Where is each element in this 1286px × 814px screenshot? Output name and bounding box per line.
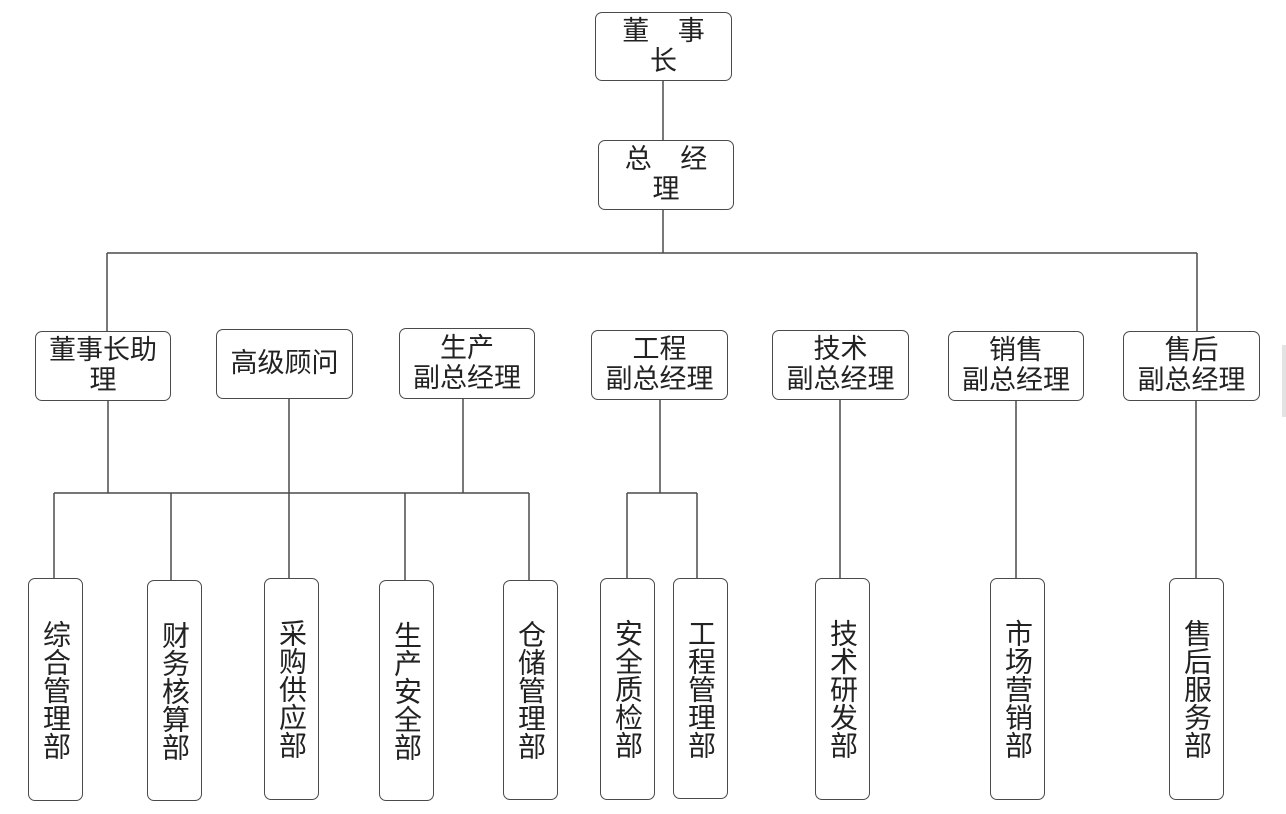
dept-box-rnd: 技术研发部 — [815, 578, 870, 800]
level2-label-line2: 副总经理 — [605, 364, 714, 395]
dept-box-quality-inspection: 安全质检部 — [600, 578, 655, 800]
dept-label: 售后服务部 — [1180, 619, 1213, 759]
level2-box-engineering-vp: 工程 副总经理 — [591, 330, 728, 400]
dept-box-production-safety: 生产安全部 — [379, 580, 434, 801]
level2-label-line1: 销售 — [989, 335, 1043, 366]
dept-label: 市场营销部 — [1001, 619, 1034, 759]
level2-box-production-vp: 生产 副总经理 — [399, 328, 535, 399]
dept-box-general-admin: 综合管理部 — [28, 578, 83, 801]
dept-label: 安全质检部 — [611, 619, 644, 759]
general-manager-label: 总 经 理 — [624, 144, 718, 205]
chairman-label: 董 事 长 — [622, 15, 715, 77]
level2-label-line1: 技术 — [813, 334, 868, 365]
level2-label: 高级顾问 — [230, 348, 339, 379]
level2-label-line2: 副总经理 — [1137, 365, 1246, 396]
dept-label: 工程管理部 — [684, 618, 717, 759]
level2-label-line2: 副总经理 — [413, 362, 521, 394]
level2-label: 董事长助理 — [49, 335, 157, 396]
level2-box-aftersales-vp: 售后 副总经理 — [1123, 331, 1260, 401]
dept-box-finance: 财务核算部 — [147, 580, 202, 801]
level2-label-line1: 生产 — [440, 332, 494, 364]
dept-label: 综合管理部 — [39, 619, 72, 760]
level2-box-sales-vp: 销售 副总经理 — [948, 331, 1084, 401]
dept-box-aftersales-service: 售后服务部 — [1169, 578, 1224, 800]
level2-box-advisor: 高级顾问 — [216, 329, 353, 399]
dept-label: 采购供应部 — [275, 619, 308, 759]
level2-label-line1: 工程 — [632, 334, 687, 365]
level2-label-line2: 副总经理 — [962, 365, 1070, 396]
dept-box-engineering: 工程管理部 — [673, 578, 728, 799]
dept-box-warehouse: 仓储管理部 — [503, 580, 558, 800]
dept-box-marketing: 市场营销部 — [990, 578, 1045, 800]
dept-box-procurement: 采购供应部 — [264, 578, 319, 800]
level2-label-line2: 副总经理 — [786, 364, 895, 395]
dept-label: 技术研发部 — [826, 619, 859, 759]
level2-box-tech-vp: 技术 副总经理 — [772, 330, 909, 400]
level2-box-assistant: 董事长助理 — [35, 331, 171, 401]
level2-label-line1: 售后 — [1164, 335, 1219, 366]
edge-scroll-hint — [1282, 345, 1286, 417]
dept-label: 仓储管理部 — [514, 620, 547, 760]
general-manager-box: 总 经 理 — [598, 140, 734, 210]
dept-label: 财务核算部 — [158, 620, 191, 761]
chairman-box: 董 事 长 — [595, 12, 732, 81]
dept-label: 生产安全部 — [390, 620, 423, 761]
